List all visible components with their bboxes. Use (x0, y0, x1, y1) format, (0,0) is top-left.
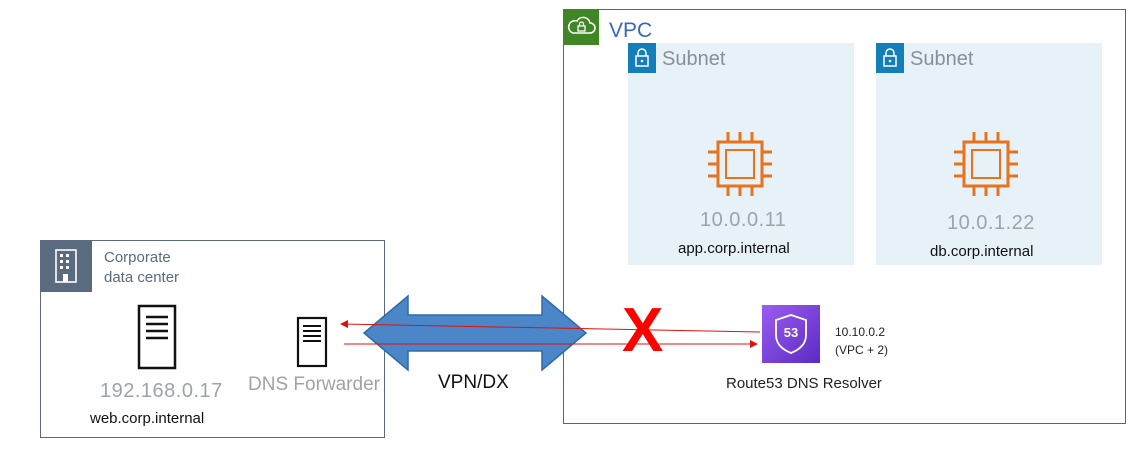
dns-query-arrows (340, 320, 761, 348)
datacenter-label-line2: data center (104, 269, 180, 286)
vpc-boundary (563, 9, 1126, 424)
subnet-lock-badge (876, 43, 904, 73)
resolver-ip: 10.10.0.2 (VPC + 2) (835, 323, 888, 359)
ec2-instance-icon (708, 132, 772, 196)
db-ip: 10.0.1.22 (947, 212, 1035, 234)
datacenter-badge (40, 240, 92, 292)
lock-icon (635, 48, 649, 67)
resolver-label: Route53 DNS Resolver (726, 375, 882, 392)
dns-forwarder-icon (296, 316, 328, 368)
building-icon (55, 249, 77, 283)
vpc-label: VPC (609, 19, 653, 42)
dns-forwarder-label: DNS Forwarder (248, 374, 380, 395)
resolver-ip-line2: (VPC + 2) (835, 343, 889, 357)
app-ip: 10.0.0.11 (700, 209, 787, 231)
subnet-app (628, 43, 854, 265)
route53-badge-text: 53 (783, 325, 799, 340)
resolver-ip-line1: 10.10.0.2 (835, 325, 886, 339)
vpn-dx-label: VPN/DX (438, 372, 509, 393)
subnet-label: Subnet (662, 48, 726, 70)
subnet-db (876, 43, 1102, 265)
web-server-icon (137, 304, 177, 370)
app-hostname: app.corp.internal (678, 240, 790, 257)
vpn-dx-arrow (362, 294, 588, 372)
subnet-label: Subnet (910, 48, 974, 70)
datacenter-label-line1: Corporate (104, 249, 171, 266)
datacenter-label: Corporate data center (104, 248, 234, 288)
vpc-cloud-icon (567, 16, 596, 34)
route53-resolver-icon: 53 (762, 305, 820, 363)
shield-icon (775, 314, 807, 354)
vpc-badge (563, 9, 599, 45)
web-ip: 192.168.0.17 (100, 380, 223, 402)
db-hostname: db.corp.internal (930, 243, 1034, 260)
subnet-lock-badge (628, 43, 656, 73)
blocked-x-mark: X (622, 296, 664, 365)
lock-icon (883, 48, 897, 67)
web-hostname: web.corp.internal (90, 410, 205, 427)
ec2-instance-icon (954, 132, 1018, 196)
